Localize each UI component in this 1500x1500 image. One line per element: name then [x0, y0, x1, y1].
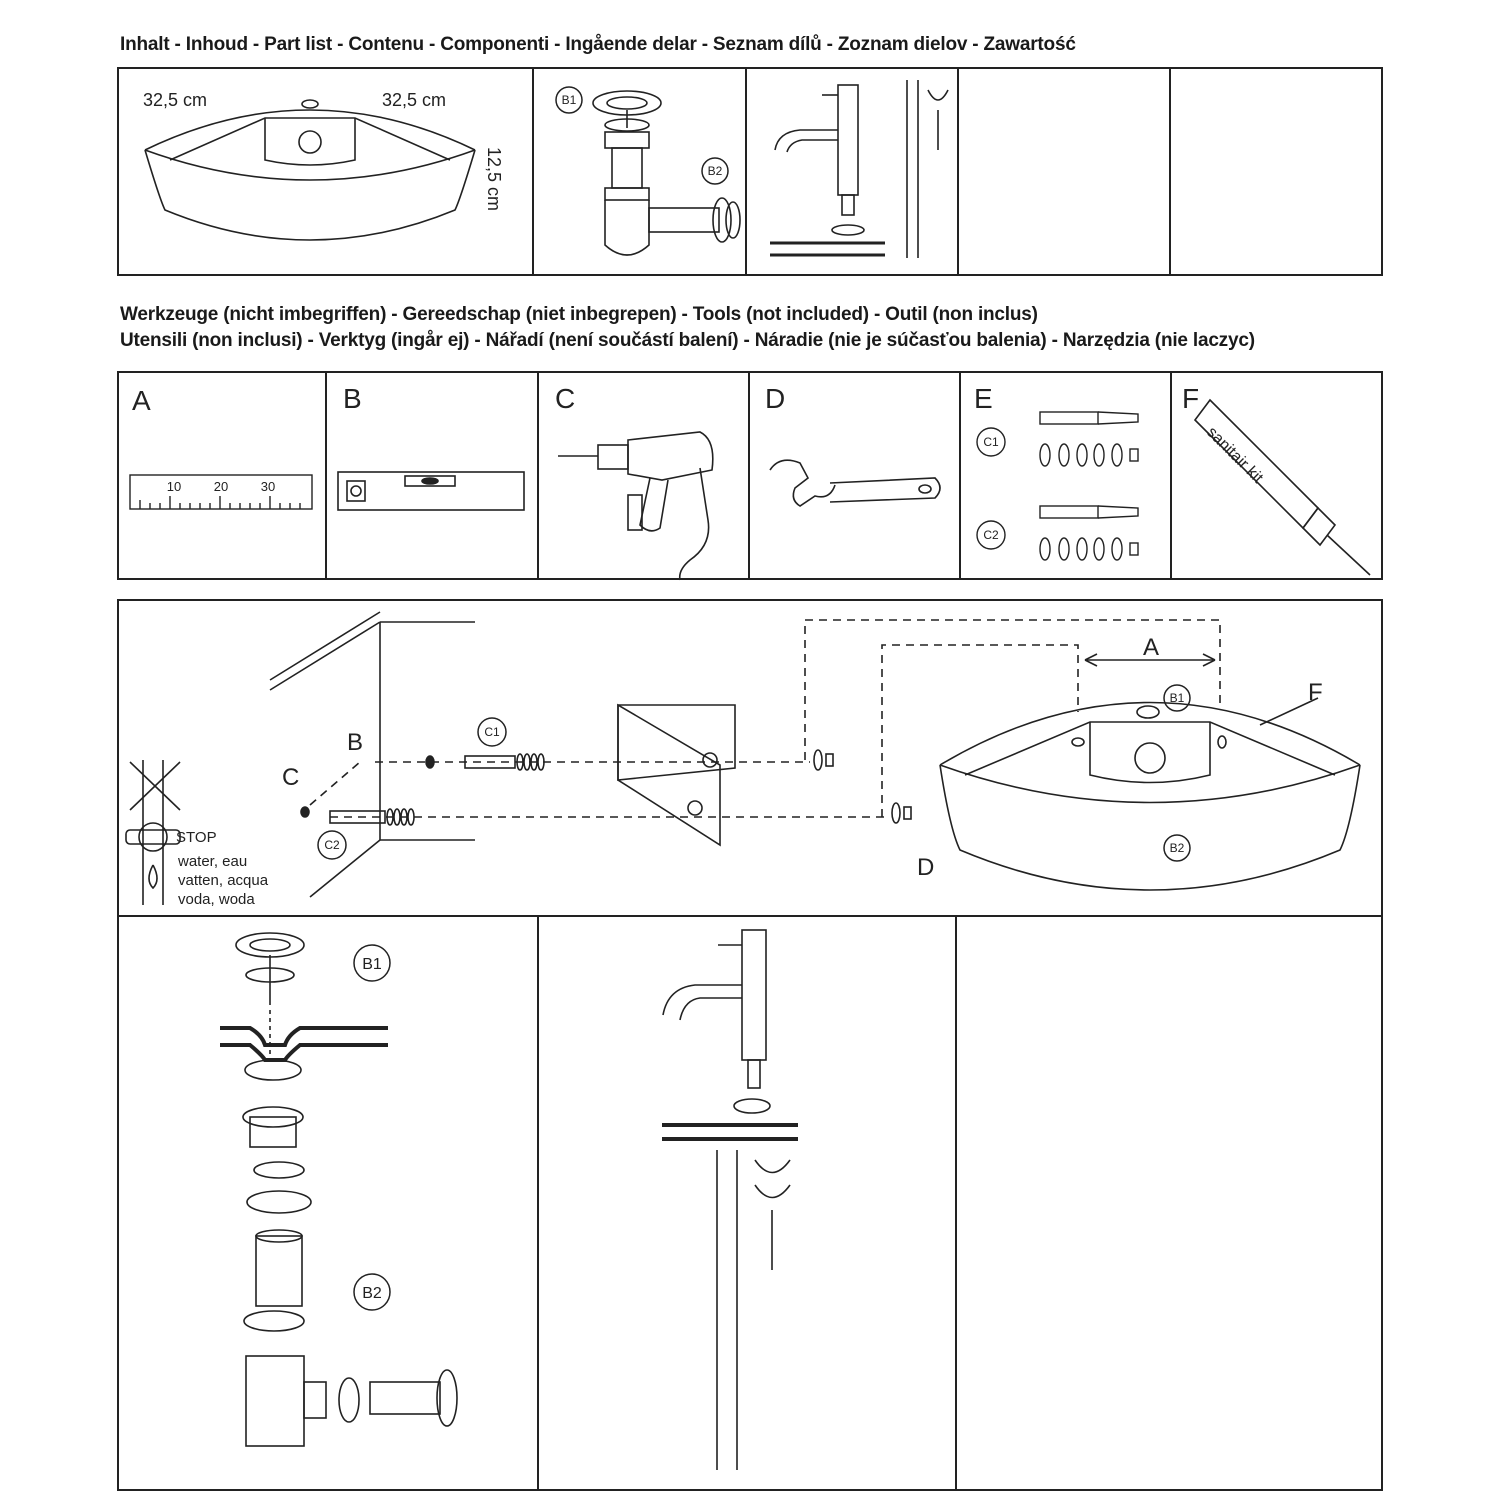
parts-heading: Inhalt - Inhoud - Part list - Contenu - …	[120, 34, 1076, 55]
tools-table	[117, 371, 1383, 580]
corner-basin-drawing	[144, 99, 476, 241]
sealant-text: sanitair kit	[1203, 424, 1266, 487]
b1-basin-callout-circle	[1163, 684, 1191, 712]
tool-d-letter: D	[765, 383, 785, 414]
b1-callout-circle	[555, 86, 583, 114]
wrench-icon	[769, 459, 941, 507]
mount-label-c2: C2	[324, 838, 340, 852]
ruler-icon	[129, 474, 313, 510]
faucet-assembly-drawing	[662, 929, 798, 1470]
b2-callout-circle	[701, 157, 729, 185]
mount-label-b1: B1	[1170, 691, 1185, 705]
c1-callout-circle	[477, 717, 507, 747]
faucet-drawing	[770, 80, 949, 258]
drain-siphon-drawing	[592, 90, 741, 256]
b2-basin-callout-circle	[1163, 834, 1191, 862]
ruler-tick-label: 10	[167, 479, 181, 494]
dimension-a-arrow	[1084, 653, 1216, 667]
screw-set-2-label: C2	[983, 528, 999, 542]
water-label-line1: water, eau	[177, 853, 247, 870]
water-label-line3: voda, woda	[178, 891, 255, 908]
tools-heading-line2: Utensili (non inclusi) - Verktyg (ingår …	[120, 330, 1255, 351]
ruler-tick-label: 20	[214, 479, 228, 494]
drill-icon	[558, 431, 714, 581]
assembly-b2-label: B2	[362, 1285, 382, 1302]
tool-b-letter: B	[343, 383, 362, 414]
parts-b2-label: B2	[708, 164, 723, 178]
basin-width-label: 32,5 cm	[143, 90, 207, 110]
mount-label-d: D	[917, 854, 934, 881]
tool-f-letter: F	[1182, 383, 1199, 414]
wall-anchors	[300, 749, 912, 826]
wall-corner-drawing	[269, 611, 475, 898]
basin-height-label: 12,5 cm	[484, 147, 504, 211]
mount-label-f: F	[1308, 679, 1323, 706]
ruler-tick-label: 30	[261, 479, 275, 494]
mount-label-c1: C1	[484, 725, 500, 739]
stop-label: STOP	[176, 829, 217, 846]
screw-set-1-label: C1	[983, 435, 999, 449]
pipe-warning-icon	[125, 760, 181, 905]
mounted-basin-drawing	[939, 697, 1361, 891]
alignment-lines	[309, 619, 1221, 818]
basin-depth-label: 32,5 cm	[382, 90, 446, 110]
mounting-frame	[117, 599, 1383, 1491]
mount-label-b: B	[347, 729, 363, 756]
parts-b1-label: B1	[562, 93, 577, 107]
drain-assembly-drawing	[220, 932, 458, 1447]
c2-callout-circle	[317, 830, 347, 860]
mount-label-c: C	[282, 764, 299, 791]
spirit-level-icon	[337, 471, 525, 511]
parts-table	[117, 67, 1383, 276]
mount-label-b2: B2	[1170, 841, 1185, 855]
mounting-template	[617, 703, 736, 847]
mount-label-a: A	[1143, 634, 1159, 661]
assembly-b2-circle	[353, 1273, 391, 1311]
assembly-b1-label: B1	[362, 956, 382, 973]
tools-heading-line1: Werkzeuge (nicht imbegriffen) - Gereedsc…	[120, 304, 1038, 325]
wall-anchor-set-icon	[976, 411, 1139, 561]
tool-e-letter: E	[974, 383, 993, 414]
water-label-line2: vatten, acqua	[178, 872, 269, 889]
tool-a-letter: A	[132, 385, 151, 416]
sealant-tube-icon	[1193, 398, 1371, 576]
tool-c-letter: C	[555, 383, 575, 414]
assembly-b1-circle	[353, 944, 391, 982]
